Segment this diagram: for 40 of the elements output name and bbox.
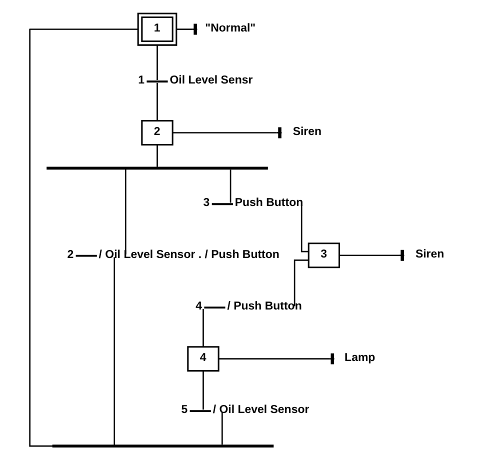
node-label: / Oil Level Sensor . / Push Button bbox=[98, 248, 280, 261]
node-text: Siren bbox=[415, 248, 444, 260]
node-label: / Oil Level Sensor bbox=[212, 404, 310, 416]
node-label: Oil Level Sensr bbox=[170, 74, 253, 86]
node-box bbox=[76, 254, 97, 257]
node-label: 3 bbox=[203, 197, 210, 210]
node-box bbox=[146, 80, 168, 82]
connector bbox=[300, 206, 308, 252]
node-box: 2 bbox=[141, 120, 174, 146]
node-label: 1 bbox=[138, 74, 144, 86]
node-label: / Push Button bbox=[227, 300, 302, 313]
node-label: Push Button bbox=[234, 197, 304, 210]
node-bar bbox=[52, 444, 274, 448]
connector bbox=[156, 45, 158, 80]
node-text: Siren bbox=[292, 126, 322, 138]
connector bbox=[222, 412, 223, 445]
connector bbox=[172, 127, 282, 138]
node-box: 3 bbox=[308, 242, 340, 268]
node-label: 4 bbox=[196, 300, 202, 313]
connector bbox=[29, 28, 138, 447]
connector bbox=[294, 260, 309, 306]
connector bbox=[124, 169, 126, 254]
node-box bbox=[204, 306, 226, 309]
connector bbox=[114, 257, 116, 445]
node-text: "Normal" bbox=[205, 22, 256, 34]
node-box bbox=[212, 203, 233, 206]
node-box: 1 bbox=[137, 12, 178, 46]
connector bbox=[156, 144, 158, 167]
node-label: 5 bbox=[181, 404, 188, 416]
node-text: Lamp bbox=[344, 352, 376, 364]
node-box: 4 bbox=[187, 346, 220, 372]
connector bbox=[230, 170, 232, 203]
connector bbox=[176, 24, 198, 35]
node-bar bbox=[46, 166, 268, 170]
connector bbox=[340, 250, 404, 261]
node-label: 2 bbox=[67, 248, 74, 261]
connector bbox=[202, 370, 204, 410]
connector bbox=[202, 309, 204, 347]
node-box bbox=[190, 410, 211, 412]
connector bbox=[156, 82, 158, 121]
